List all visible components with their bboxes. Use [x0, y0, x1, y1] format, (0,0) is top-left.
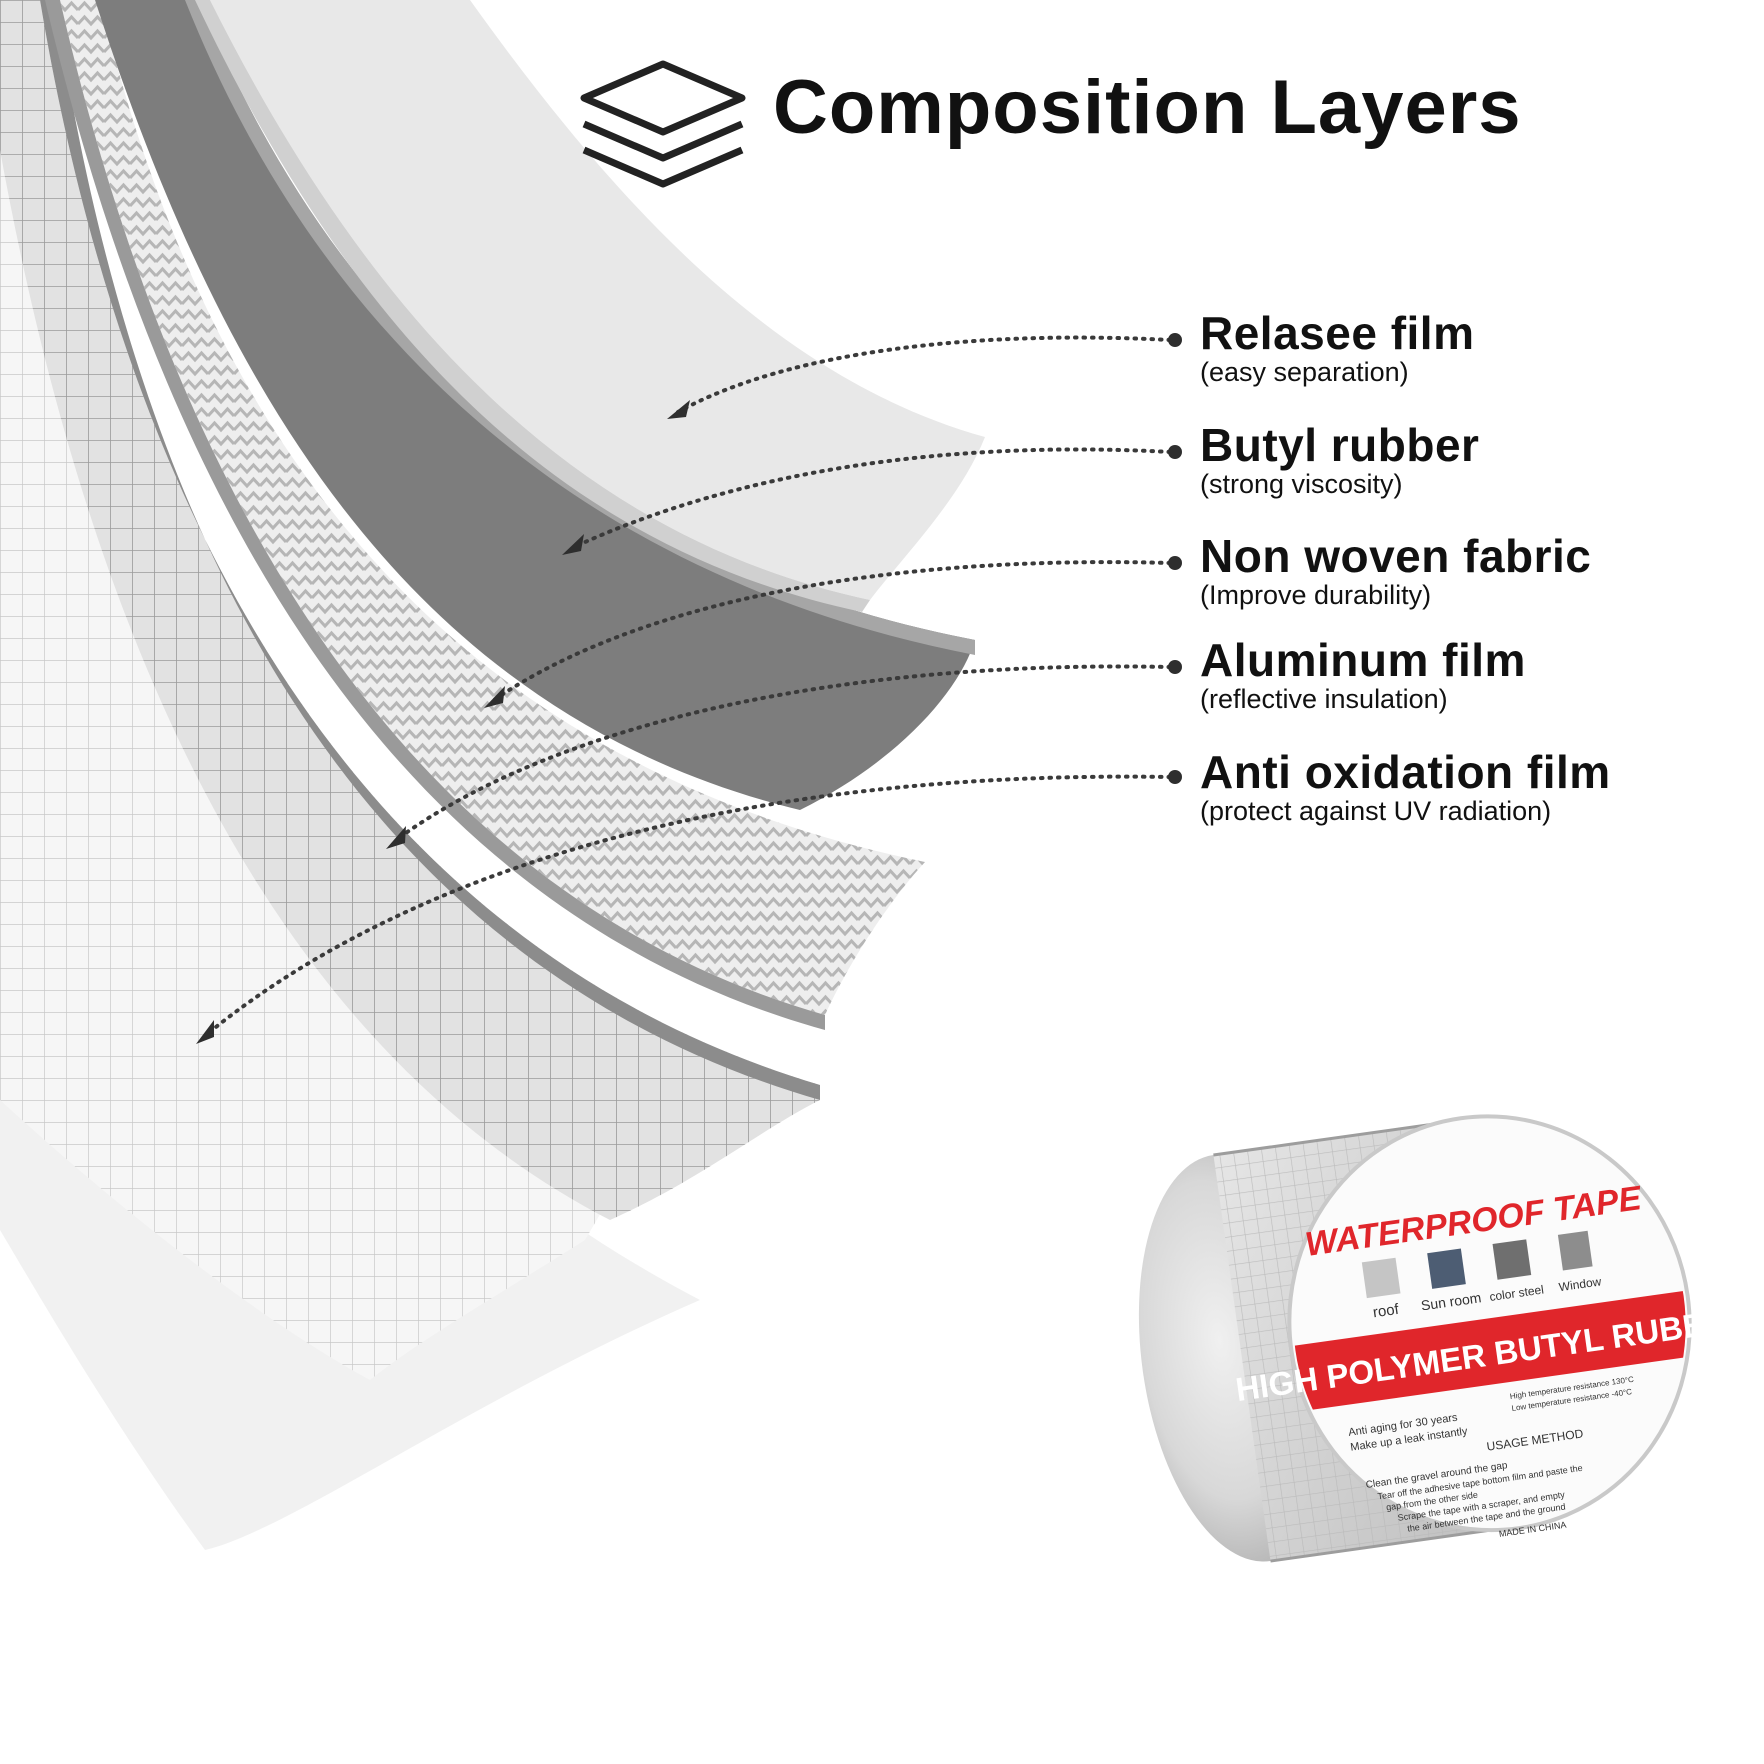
leader-dots [1168, 333, 1182, 784]
leader-butyl-rubber [570, 447, 1172, 550]
label-aluminum-film: Aluminum film (reflective insulation) [1200, 636, 1526, 714]
butyl-rubber-layer [95, 0, 975, 810]
leader-anti-oxidation-film [204, 774, 1172, 1037]
layer-name: Relasee film [1200, 307, 1475, 359]
roll-use-1: roof [1372, 1301, 1401, 1322]
leader-aluminum-film [394, 664, 1172, 842]
leader-relasee-film [676, 335, 1172, 414]
layer-name: Butyl rubber [1200, 419, 1480, 471]
roll-use-4: Window [1558, 1274, 1603, 1294]
layer-description: (easy separation) [1200, 357, 1409, 387]
leader-lines [204, 335, 1172, 1037]
layer-name: Non woven fabric [1200, 530, 1592, 582]
non-woven-fabric-layer [60, 0, 925, 1015]
leader-non-woven-fabric [492, 560, 1172, 702]
label-relasee-film: Relasee film (easy separation) [1200, 309, 1474, 387]
layers-icon [580, 60, 746, 188]
label-anti-oxidation-film: Anti oxidation film (protect against UV … [1200, 748, 1611, 826]
layer-name: Anti oxidation film [1200, 746, 1611, 798]
layer-description: (strong viscosity) [1200, 469, 1403, 499]
tape-roll-image [1138, 1114, 1712, 1563]
label-butyl-rubber: Butyl rubber (strong viscosity) [1200, 421, 1479, 499]
layer-description: (protect against UV radiation) [1200, 796, 1552, 826]
leader-arrowheads [196, 400, 690, 1044]
label-non-woven-fabric: Non woven fabric (Improve durability) [1200, 532, 1591, 610]
layer-name: Aluminum film [1200, 634, 1526, 686]
layer-description: (Improve durability) [1200, 580, 1432, 610]
layer-description: (reflective insulation) [1200, 684, 1448, 714]
page-title: Composition Layers [773, 65, 1522, 150]
release-film-layer [210, 0, 985, 600]
